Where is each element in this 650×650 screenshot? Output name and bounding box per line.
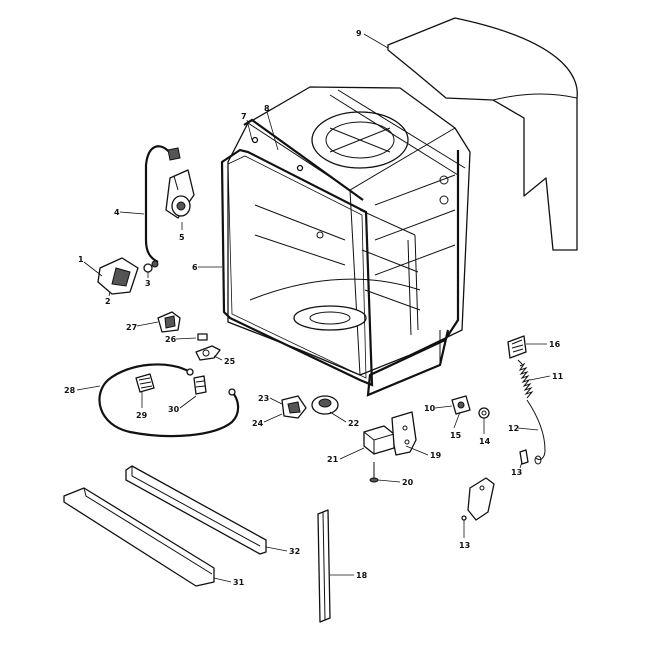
callout-22: 22 xyxy=(348,419,359,428)
side-trim xyxy=(317,509,331,623)
callout-1: 1 xyxy=(78,255,84,264)
callout-13-upper: 13 xyxy=(511,468,522,477)
leader-lines xyxy=(76,33,551,583)
door-spring xyxy=(517,359,534,399)
callout-13-lower: 13 xyxy=(459,541,470,550)
callout-3: 3 xyxy=(145,279,151,288)
junction-box xyxy=(363,425,395,455)
callout-32: 32 xyxy=(289,547,300,556)
insulation-blanket xyxy=(387,17,578,251)
fill-valve xyxy=(165,169,195,219)
drain-pump-assembly xyxy=(281,395,339,419)
callout-10: 10 xyxy=(424,404,436,413)
spring-anchor-plate xyxy=(507,335,527,359)
callout-23: 23 xyxy=(258,394,269,403)
screw-20 xyxy=(369,462,379,483)
fill-hose xyxy=(144,145,181,263)
callout-29: 29 xyxy=(136,411,148,420)
callout-18: 18 xyxy=(356,571,368,580)
callout-19: 19 xyxy=(430,451,442,460)
callout-28: 28 xyxy=(64,386,76,395)
callout-5: 5 xyxy=(179,233,185,242)
mounting-bracket xyxy=(391,411,417,456)
hose-clamp xyxy=(135,373,155,393)
callout-20: 20 xyxy=(402,478,414,487)
callout-6: 6 xyxy=(192,263,198,272)
tub-top-fasteners xyxy=(251,136,304,172)
callout-15: 15 xyxy=(450,431,462,440)
kick-plate xyxy=(63,487,215,587)
callout-31: 31 xyxy=(233,578,245,587)
callout-30: 30 xyxy=(168,405,180,414)
door-link-pieces xyxy=(461,449,529,521)
door-latch-parts xyxy=(451,395,490,419)
callout-11: 11 xyxy=(552,372,564,381)
callout-27: 27 xyxy=(126,323,137,332)
door-gasket-frame xyxy=(220,118,374,387)
callout-2: 2 xyxy=(105,297,111,306)
valve-bracket-assembly xyxy=(97,257,159,295)
callout-26: 26 xyxy=(165,335,177,344)
toe-panel-strip xyxy=(125,465,267,555)
drain-connector xyxy=(193,375,207,395)
callout-25: 25 xyxy=(224,357,236,366)
small-fittings xyxy=(195,333,221,361)
callout-16: 16 xyxy=(549,340,561,349)
callout-labels: 9 8 7 4 5 6 1 2 3 27 26 25 28 29 30 23 2… xyxy=(64,29,564,587)
callout-9: 9 xyxy=(356,29,362,38)
door-cable xyxy=(526,399,546,465)
callout-12: 12 xyxy=(508,424,519,433)
callout-4: 4 xyxy=(114,208,120,217)
callout-14: 14 xyxy=(479,437,491,446)
callout-8: 8 xyxy=(264,104,270,113)
callout-7: 7 xyxy=(241,112,247,121)
tub-rails xyxy=(329,89,466,397)
overfill-switch xyxy=(157,311,181,333)
callout-24: 24 xyxy=(252,419,264,428)
drain-hose xyxy=(98,363,240,438)
callout-21: 21 xyxy=(327,455,339,464)
